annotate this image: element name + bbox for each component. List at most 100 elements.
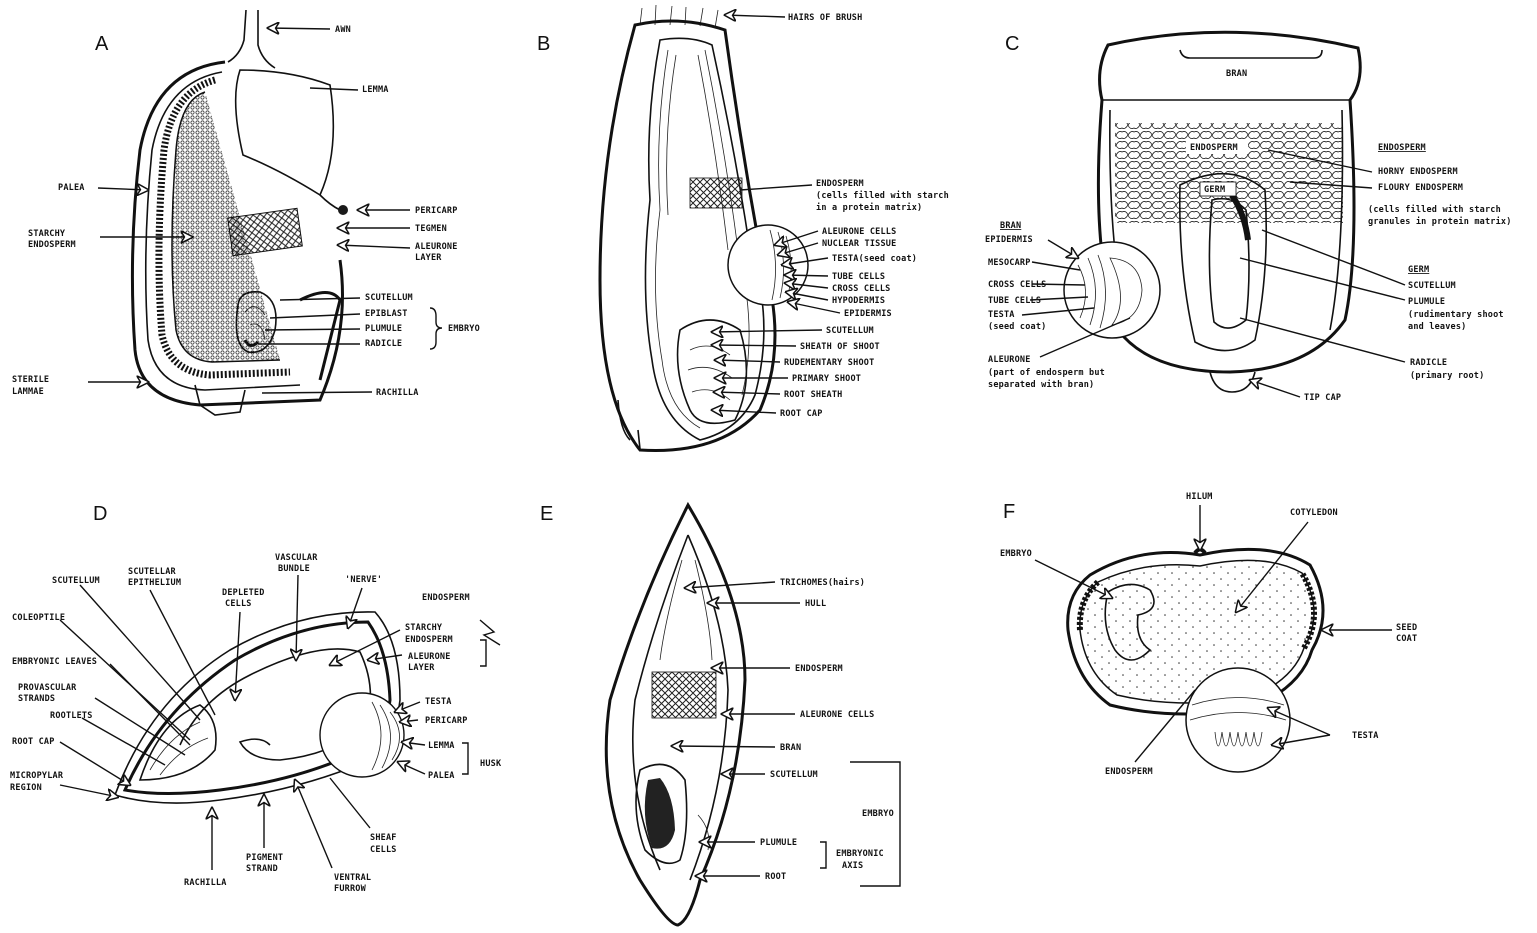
panel-a: A AWN LEMMA PALEA STARCHY ENDOSPERM PERI… (12, 10, 480, 415)
label-provascular-2: STRANDS (18, 694, 55, 704)
panel-d-letter: D (93, 503, 107, 525)
label-nuclear-tissue: NUCLEAR TISSUE (822, 239, 896, 249)
label-aleurone-c3: separated with bran) (988, 379, 1094, 390)
label-aleurone-d1: ALEURONE (408, 652, 451, 662)
label-testa-f: TESTA (1352, 731, 1379, 741)
panel-a-letter: A (95, 33, 109, 55)
label-cross-cells-c: CROSS CELLS (988, 280, 1047, 290)
label-endosperm-f: ENDOSPERM (1105, 767, 1153, 777)
label-aleurone-c2: (part of endosperm but (988, 368, 1105, 378)
label-root-sheath: ROOT SHEATH (784, 390, 843, 400)
label-sterile-1: STERILE (12, 375, 49, 385)
label-ventral-2: FURROW (334, 884, 367, 894)
label-ventral-1: VENTRAL (334, 873, 371, 883)
label-pericarp-d: PERICARP (425, 716, 468, 726)
label-root-e: ROOT (765, 872, 786, 882)
label-embryonic-leaves: EMBRYONIC LEAVES (12, 657, 97, 667)
label-endosperm-in: ENDOSPERM (1190, 143, 1238, 153)
label-pigment-2: STRAND (246, 864, 278, 874)
label-endosperm-c-note2: granules in protein matrix) (1368, 216, 1512, 227)
label-starchy-2: ENDOSPERM (28, 240, 76, 250)
label-rootlets: ROOTLETS (50, 711, 93, 721)
panel-f: F HILUM COTYLEDON EMBRYO SEED COAT TESTA… (1000, 492, 1417, 777)
label-scutellum-a: SCUTELLUM (365, 293, 413, 303)
label-pigment-1: PIGMENT (246, 853, 283, 863)
label-root-cap-d: ROOT CAP (12, 737, 55, 747)
label-sheaf-1: SHEAF (370, 833, 397, 843)
label-embryo-e: EMBRYO (862, 809, 894, 819)
label-endosperm-b1: ENDOSPERM (816, 179, 864, 189)
panel-f-letter: F (1003, 501, 1015, 523)
label-bran-top: BRAN (1226, 69, 1247, 79)
label-tube-cells-b: TUBE CELLS (832, 272, 885, 282)
label-endosperm-b2: (cells filled with starch (816, 190, 949, 201)
panel-b: B HAIRS OF BRUSH ENDOSPERM (cells filled… (537, 5, 949, 451)
label-aleurone-c1: ALEURONE (988, 355, 1031, 365)
label-testa-b: TESTA(seed coat) (832, 254, 917, 264)
label-epidermis-b: EPIDERMIS (844, 309, 892, 319)
label-cotyledon: COTYLEDON (1290, 508, 1338, 518)
label-vascular-2: BUNDLE (278, 564, 310, 574)
label-starchy-d2: ENDOSPERM (405, 635, 453, 645)
label-scutellum-b: SCUTELLUM (826, 326, 874, 336)
label-rudimentary-shoot: RUDEMENTARY SHOOT (784, 358, 874, 368)
label-coleoptile: COLEOPTILE (12, 613, 65, 623)
label-lemma-d: LEMMA (428, 741, 455, 751)
awn-shape (228, 10, 275, 68)
label-endosperm-c-note1: (cells filled with starch (1368, 204, 1501, 215)
label-aleurone-d2: LAYER (408, 663, 435, 673)
label-testa-c: TESTA (988, 310, 1015, 320)
label-radicle-c1: RADICLE (1410, 358, 1447, 368)
label-embryo-f: EMBRYO (1000, 549, 1032, 559)
label-scutellum-e: SCUTELLUM (770, 770, 818, 780)
label-sheaf-2: CELLS (370, 845, 397, 855)
label-vascular-1: VASCULAR (275, 553, 318, 563)
label-scutellar-2: EPITHELIUM (128, 578, 181, 588)
label-rachilla-a: RACHILLA (376, 388, 419, 398)
label-bran-e: BRAN (780, 743, 801, 753)
label-starchy-1: STARCHY (28, 229, 66, 239)
label-palea: PALEA (58, 183, 85, 193)
label-seed-1: SEED (1396, 623, 1417, 633)
label-palea-d: PALEA (428, 771, 455, 781)
label-plumule-a: PLUMULE (365, 324, 402, 334)
label-tube-cells-c: TUBE CELLS (988, 296, 1041, 306)
label-lemma: LEMMA (362, 85, 389, 95)
label-sterile-2: LAMMAE (12, 387, 44, 397)
label-micropylar-1: MICROPYLAR (10, 771, 64, 781)
label-embryonic-axis-2: AXIS (842, 861, 863, 871)
label-mesocarp: MESOCARP (988, 258, 1031, 268)
label-bran-heading: BRAN (1000, 221, 1021, 231)
label-sheath-of-shoot: SHEATH OF SHOOT (800, 342, 880, 352)
label-root-cap-b: ROOT CAP (780, 409, 823, 419)
label-husk: HUSK (480, 759, 502, 769)
label-endosperm-b3: in a protein matrix) (816, 202, 922, 213)
label-epidermis-c: EPIDERMIS (985, 235, 1033, 245)
label-radicle-c2: (primary root) (1410, 370, 1484, 381)
label-aleurone-cells-b: ALEURONE CELLS (822, 227, 896, 237)
label-embryonic-axis-1: EMBRYONIC (836, 849, 884, 859)
label-provascular-1: PROVASCULAR (18, 683, 77, 693)
label-aleurone-2: LAYER (415, 253, 442, 263)
label-seed-2: COAT (1396, 634, 1417, 644)
label-depleted-1: DEPLETED (222, 588, 265, 598)
label-tegmen: TEGMEN (415, 224, 447, 234)
label-germ-heading: GERM (1408, 265, 1429, 275)
label-horny-endosperm: HORNY ENDOSPERM (1378, 167, 1458, 177)
label-depleted-2: CELLS (225, 599, 252, 609)
label-micropylar-2: REGION (10, 783, 42, 793)
label-epiblast: EPIBLAST (365, 309, 408, 319)
panel-d: D SCUTELLUM SCUTELLAR EPITHELIUM VASCULA… (10, 503, 502, 894)
label-plumule-e: PLUMULE (760, 838, 797, 848)
label-scutellum-d: SCUTELLUM (52, 576, 100, 586)
label-cross-cells-b: CROSS CELLS (832, 284, 891, 294)
label-plumule-c1: PLUMULE (1408, 297, 1445, 307)
label-hull: HULL (805, 599, 826, 609)
label-seed-coat-c: (seed coat) (988, 322, 1047, 332)
label-endosperm-heading: ENDOSPERM (1378, 143, 1426, 153)
label-trichomes: TRICHOMES(hairs) (780, 577, 865, 588)
label-hairs-of-brush: HAIRS OF BRUSH (788, 13, 862, 23)
label-endosperm-e: ENDOSPERM (795, 664, 843, 674)
